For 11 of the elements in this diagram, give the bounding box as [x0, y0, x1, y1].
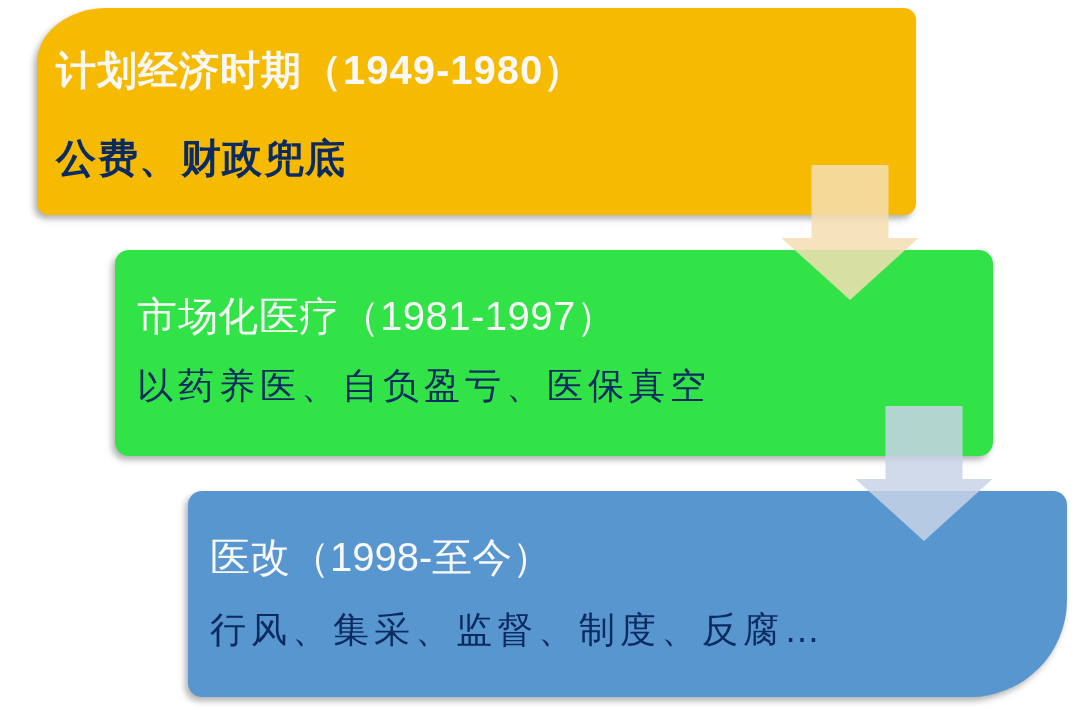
period-heading: 医改（1998-至今）	[210, 535, 553, 579]
period-description: 以药养医、自负盈亏、医保真空	[137, 364, 711, 408]
period-box	[188, 491, 1067, 697]
block-arrow	[855, 406, 993, 541]
period-box	[115, 250, 993, 456]
period-box	[37, 8, 916, 215]
period-heading: 市场化医疗（1981-1997）	[137, 294, 617, 338]
period-description: 行风、集采、监督、制度、反腐…	[210, 608, 825, 652]
block-arrow	[781, 165, 919, 300]
period-heading: 计划经济时期（1949-1980）	[56, 48, 585, 92]
period-description: 公费、财政兜底	[56, 136, 347, 180]
